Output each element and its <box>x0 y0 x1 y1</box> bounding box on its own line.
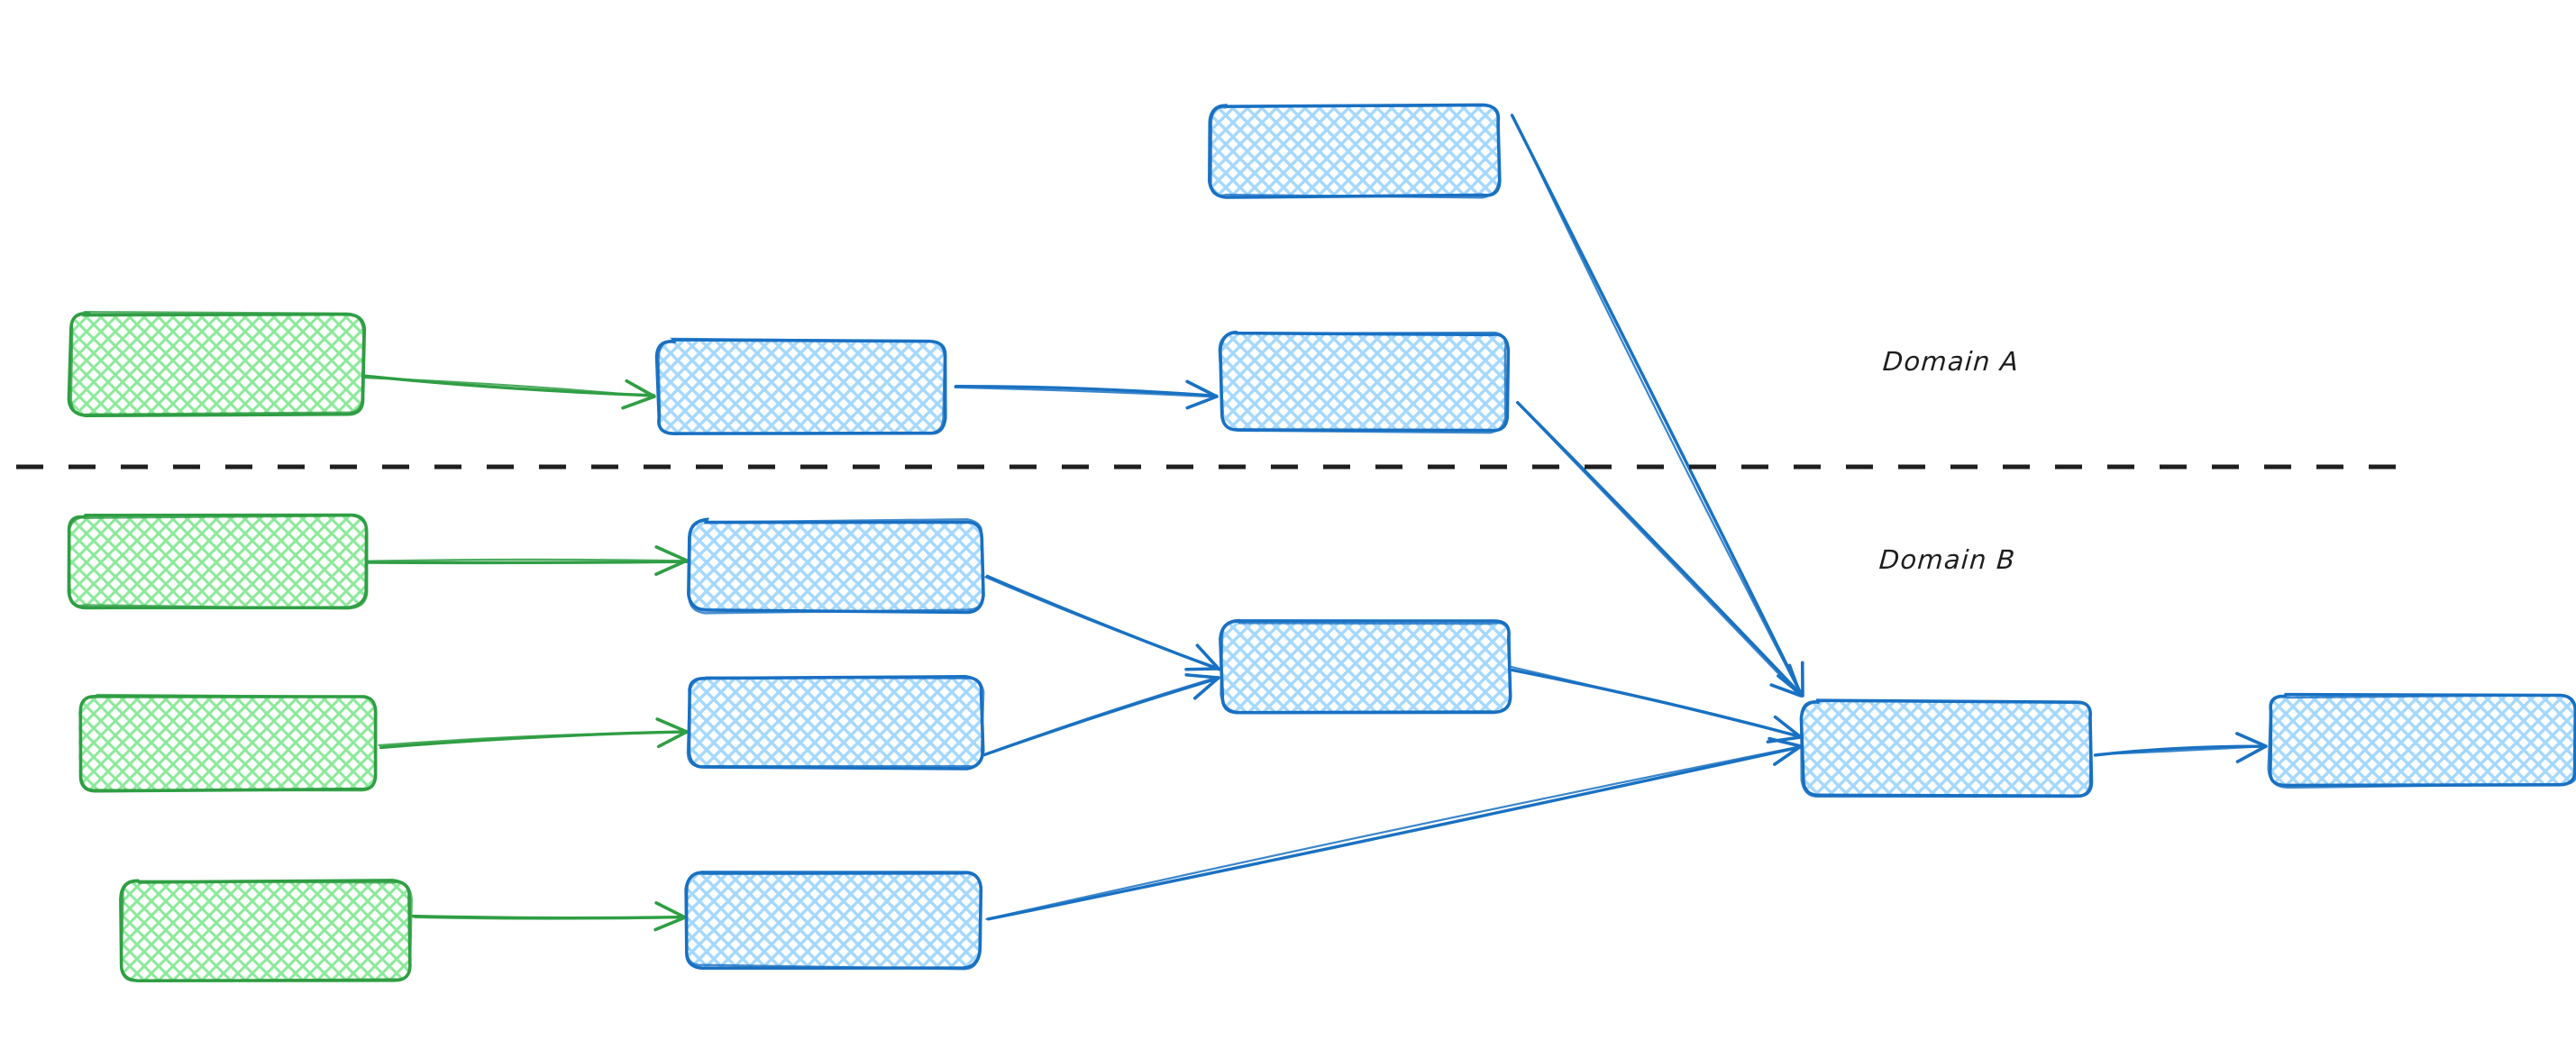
node-n-b-mid[interactable] <box>1219 618 1512 715</box>
node-n-b-out[interactable] <box>2267 692 2576 789</box>
node-n-b-p3[interactable] <box>684 870 983 971</box>
node-n-a-p2[interactable] <box>1218 330 1511 434</box>
edge-n-b-hub-to-n-b-out <box>2093 732 2268 763</box>
node-n-b-p1[interactable] <box>687 517 985 615</box>
edge-n-b-src1-to-n-b-p1 <box>366 545 690 576</box>
edge-n-b-src2-to-n-b-p2 <box>378 717 689 750</box>
label-domain-b: Domain B <box>1877 544 2017 575</box>
edge-n-b-p1-to-n-b-mid <box>984 574 1221 671</box>
node-n-b-src1[interactable] <box>67 513 369 610</box>
node-n-a-p1[interactable] <box>654 337 947 435</box>
edge-n-b-p3-to-n-b-hub <box>985 736 1804 921</box>
edge-layer <box>361 114 2268 932</box>
node-n-b-hub[interactable] <box>1799 698 2094 798</box>
label-domain-a: Domain A <box>1881 346 2021 377</box>
edge-n-a-src-to-n-a-p1 <box>361 374 656 410</box>
node-n-b-src2[interactable] <box>78 693 378 793</box>
node-n-a-src[interactable] <box>67 310 367 418</box>
edge-n-a-p2-to-n-b-hub <box>1516 400 1804 698</box>
node-n-b-src3[interactable] <box>119 879 413 983</box>
edge-n-a-p1-to-n-a-p2 <box>954 379 1219 410</box>
edge-n-b-src3-to-n-b-p3 <box>411 901 688 932</box>
edge-n-b-mid-to-n-b-hub <box>1510 665 1803 743</box>
edge-n-b-p2-to-n-b-mid <box>982 673 1220 757</box>
edge-n-a-top-to-n-b-hub <box>1510 114 1804 698</box>
node-layer <box>67 103 2576 983</box>
node-n-b-p2[interactable] <box>686 674 985 771</box>
node-n-a-top[interactable] <box>1208 103 1502 199</box>
